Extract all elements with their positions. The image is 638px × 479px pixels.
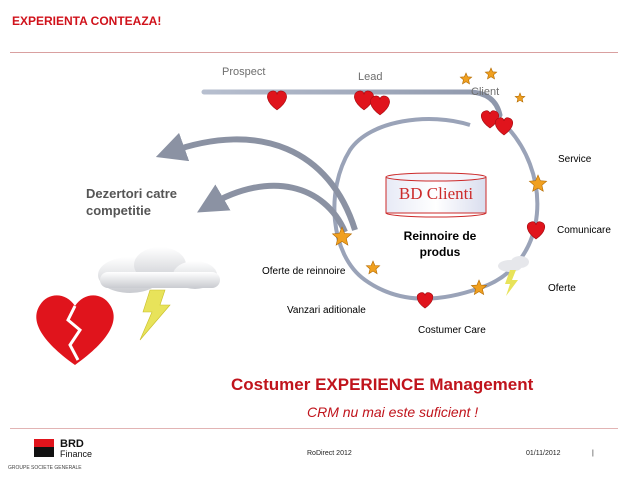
heart-icon <box>527 221 545 240</box>
footer-date: 01/11/2012 <box>526 450 561 457</box>
stage-lead: Lead <box>358 71 383 83</box>
churn-arrow-inner <box>197 182 348 234</box>
touchpoint-oferte-reinnoire: Oferte de reinnoire <box>262 266 346 277</box>
footer-divider <box>10 428 618 429</box>
broken-heart-icon <box>416 292 434 309</box>
customer-journey-line <box>201 89 503 118</box>
stage-prospect: Prospect <box>222 66 266 78</box>
churn-label-line1: Dezertori catre <box>86 186 178 201</box>
hearts-layer <box>267 90 545 309</box>
star-icon <box>484 67 498 80</box>
star-icon <box>365 260 381 275</box>
broken-heart-icon <box>36 295 114 365</box>
small-cloud-icon <box>498 256 529 272</box>
storm-cloud-icon <box>98 247 220 293</box>
brd-logo-mark <box>34 439 54 457</box>
star-icon <box>514 92 526 103</box>
lightning-bolt-icon <box>139 289 171 341</box>
heart-icon <box>354 90 374 111</box>
database-label: BD Clienti <box>398 184 474 203</box>
star-icon <box>459 72 473 85</box>
stage-client: Client <box>471 86 500 98</box>
touchpoint-service: Service <box>558 154 592 165</box>
heart-icon <box>495 117 513 136</box>
tagline-subtitle: CRM nu mai este suficient ! <box>307 404 479 420</box>
center-label-line2: produs <box>419 245 461 259</box>
small-lightning-icon <box>505 270 518 296</box>
brd-logo-brand: BRD <box>60 438 84 450</box>
footer-event: RoDirect 2012 <box>307 450 352 457</box>
touchpoint-vanzari: Vanzari aditionale <box>287 305 366 316</box>
footer-separator: | <box>592 450 594 457</box>
star-icon <box>528 174 548 192</box>
brd-logo-group: GROUPE SOCIETE GENERALE <box>8 465 82 471</box>
center-label-line1: Reinnoire de <box>403 229 477 243</box>
star-icon <box>470 279 488 296</box>
churn-arrow-outer <box>155 132 358 231</box>
title-divider <box>10 52 618 53</box>
tagline-title: Costumer EXPERIENCE Management <box>231 375 534 394</box>
slide-title: EXPERIENTA CONTEAZA! <box>12 14 162 28</box>
brd-logo-product: Finance <box>60 449 93 459</box>
stars-layer <box>331 67 548 296</box>
churn-label-line2: competitie <box>86 203 152 218</box>
heart-icon <box>267 90 287 111</box>
touchpoint-oferte: Oferte <box>548 283 576 294</box>
heart-icon <box>370 95 390 116</box>
star-icon <box>331 226 353 246</box>
brd-logo: BRD Finance GROUPE SOCIETE GENERALE <box>8 437 120 477</box>
database-cylinder <box>385 172 487 218</box>
touchpoint-costumer-care: Costumer Care <box>418 325 486 336</box>
touchpoint-comunicare: Comunicare <box>557 225 611 236</box>
heart-icon <box>481 110 499 129</box>
